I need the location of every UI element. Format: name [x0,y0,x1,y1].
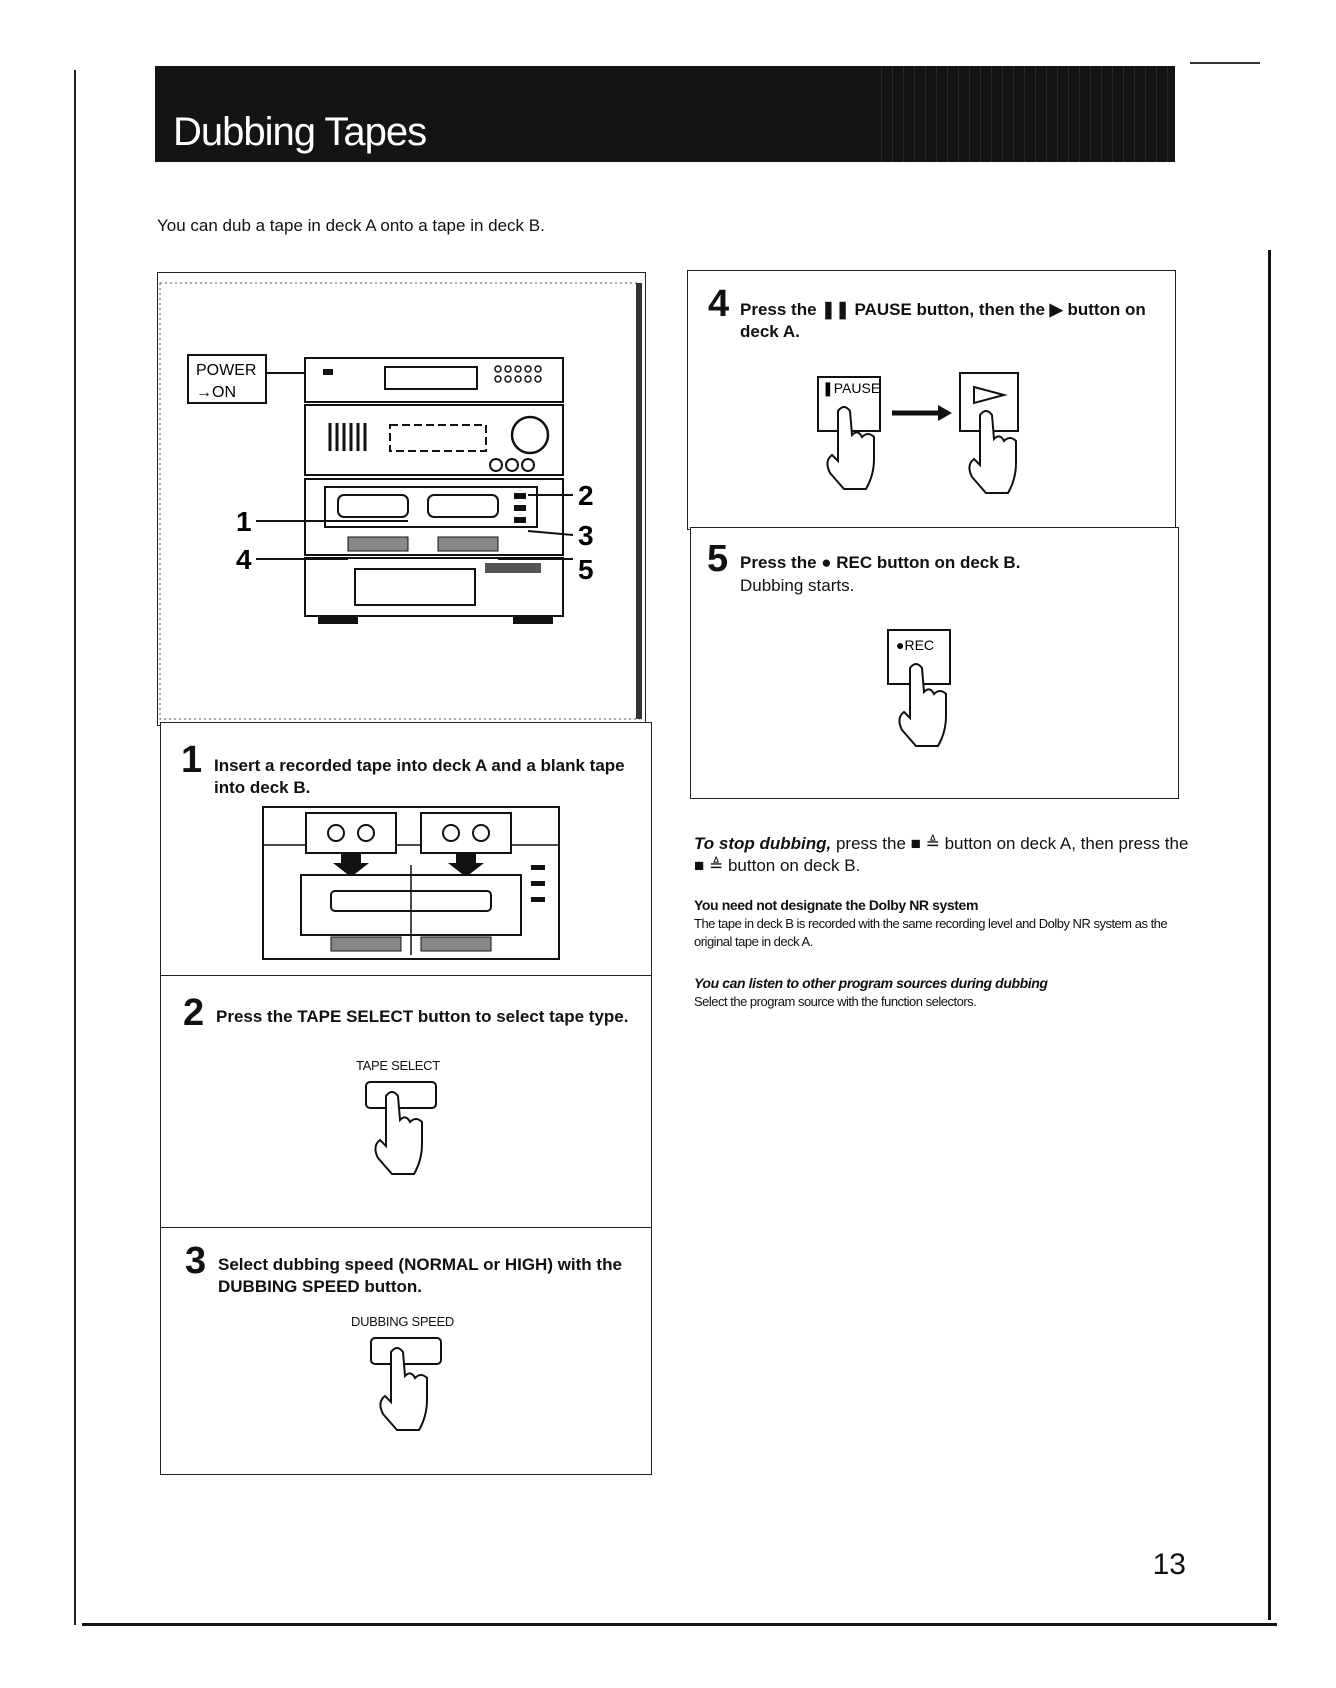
step-2-box: 2 Press the TAPE SELECT button to select… [160,975,652,1229]
step-1-text: Insert a recorded tape into deck A and a… [214,756,625,797]
step-2-text: Press the TAPE SELECT button to select t… [216,1007,629,1026]
power-label-2: →ON [196,384,236,401]
step-3-number: 3 [185,1240,207,1282]
step-5-subtext: Dubbing starts. [740,576,855,595]
callout-2: 2 [578,480,594,511]
step-2-number: 2 [183,992,205,1034]
step-1-number: 1 [181,739,203,781]
page-number: 13 [1152,1548,1186,1581]
page-title: Dubbing Tapes [173,110,427,154]
tape-select-label: TAPE SELECT [356,1058,440,1073]
rec-button-label: ●REC [896,637,934,653]
note-2-title: You can listen to other program sources … [694,975,1048,991]
dubbing-speed-label: DUBBING SPEED [351,1314,455,1329]
stop-dubbing-lead: To stop dubbing, [694,834,832,853]
system-diagram-box: POWER →ON [157,272,646,726]
step-5-number: 5 [707,538,729,580]
top-right-rule [1190,62,1260,64]
step-5-box: 5 Press the ● REC button on deck B. Dubb… [690,527,1179,799]
step-4-box: 4 Press the ❚❚ PAUSE button, then the ▶ … [687,270,1176,530]
right-margin-rule [1268,250,1271,1620]
step-4-number: 4 [708,283,730,325]
intro-text: You can dub a tape in deck A onto a tape… [157,216,545,235]
stop-dubbing-note: To stop dubbing, press the ■ ≜ button on… [694,833,1194,877]
callout-4: 4 [236,544,252,575]
step-1-box: 1 Insert a recorded tape into deck A and… [160,722,652,978]
step-5-text: Press the ● REC button on deck B. [740,553,1021,572]
title-texture [875,66,1175,162]
step-4-text: Press the ❚❚ PAUSE button, then the ▶ bu… [740,300,1146,341]
step-3-box: 3 Select dubbing speed (NORMAL or HIGH) … [160,1227,652,1475]
callout-3: 3 [578,520,594,551]
rec-button-press: ●REC [887,629,951,747]
bottom-margin-rule [82,1623,1277,1626]
callout-1: 1 [236,506,252,537]
power-label-1: POWER [196,362,256,379]
pause-then-play-illustration: ❚PAUSE [817,372,1019,494]
step-3-text: Select dubbing speed (NORMAL or HIGH) wi… [218,1255,622,1296]
pause-button-label: ❚PAUSE [822,380,880,397]
callout-5: 5 [578,554,594,585]
title-bar: Dubbing Tapes [155,66,1175,162]
note-2-body: Select the program source with the funct… [694,994,977,1009]
note-1-title: You need not designate the Dolby NR syst… [694,897,978,913]
stereo-system-illustration: POWER →ON [159,282,642,720]
left-margin-rule [74,70,76,1625]
tape-select-button-press [365,1081,437,1175]
stop-dubbing-rest: press the ■ ≜ button on deck A, then pre… [694,834,1189,875]
note-1-body: The tape in deck B is recorded with the … [694,916,1168,949]
cassette-insert-illustration [262,806,560,960]
dubbing-speed-button-press [370,1337,442,1431]
